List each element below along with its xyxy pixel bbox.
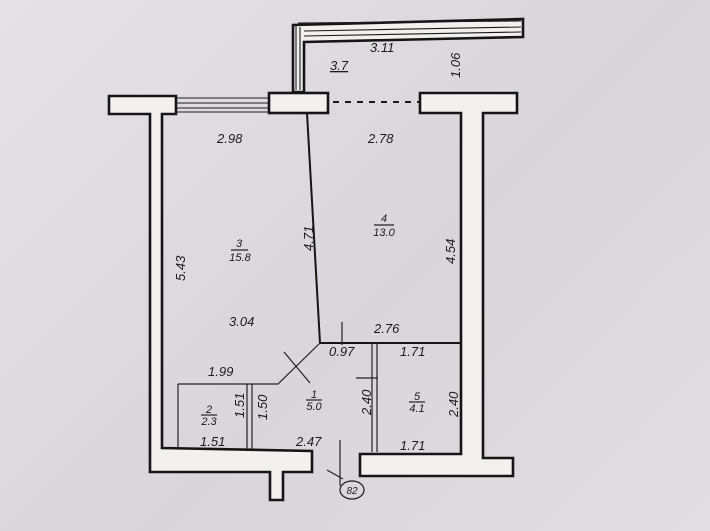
dim-bath-top: 1.71 [400, 344, 425, 359]
dim-room3-left: 5.43 [173, 255, 188, 281]
dim-wc-bottom: 1.51 [200, 434, 225, 449]
room-4-label: 4 13.0 [373, 213, 395, 239]
dim-room3-right: 4.71 [301, 226, 316, 251]
interior-walls [177, 112, 461, 486]
room-2-label: 2 2.3 [200, 404, 217, 428]
axis-tag: 82 [326, 469, 365, 500]
room-2-area: 2.3 [200, 416, 217, 428]
room-5-number: 5 [414, 391, 421, 403]
dim-balcony-width: 3.11 [370, 40, 394, 55]
room-3-number: 3 [236, 238, 243, 250]
window-left [176, 97, 269, 113]
room-4-area: 13.0 [373, 227, 395, 239]
room-1-label: 1 5.0 [306, 389, 323, 413]
room-2-number: 2 [205, 404, 212, 416]
dim-wc-right: 1.50 [255, 394, 270, 420]
dim-balcony-depth: 1.06 [448, 52, 463, 78]
dim-room3-top: 2.98 [216, 131, 243, 146]
room-5-label: 5 4.1 [409, 391, 425, 415]
dim-hall-bottom: 2.47 [295, 434, 322, 449]
dim-wc-left: 1.51 [232, 393, 247, 418]
dim-room4-bottom: 2.76 [373, 321, 400, 336]
exterior-walls [107, 91, 519, 502]
room-5-area: 4.1 [409, 403, 424, 415]
dim-bath-bottom: 1.71 [400, 438, 425, 453]
dim-balcony-area: 3.7 [330, 58, 349, 73]
dim-hall-vertical: 2.40 [359, 389, 374, 416]
dim-room4-top: 2.78 [367, 131, 394, 146]
room-1-number: 1 [311, 389, 317, 401]
room-4-number: 4 [381, 213, 387, 225]
dimension-labels: 3.11 3.7 1.06 2.98 5.43 4.71 3.04 2.78 4… [173, 40, 463, 453]
dim-bath-right: 2.40 [446, 391, 461, 418]
dim-hall-left: 1.99 [208, 364, 233, 379]
room-3-area: 15.8 [229, 252, 251, 264]
dim-hall-small: 0.97 [329, 344, 355, 359]
room-3-label: 3 15.8 [229, 238, 251, 264]
balcony-walls [291, 17, 525, 94]
dim-room3-bottom: 3.04 [229, 314, 254, 329]
axis-tag-label: 82 [346, 486, 358, 497]
dim-room4-right: 4.54 [443, 239, 458, 264]
room-1-area: 5.0 [306, 401, 322, 413]
